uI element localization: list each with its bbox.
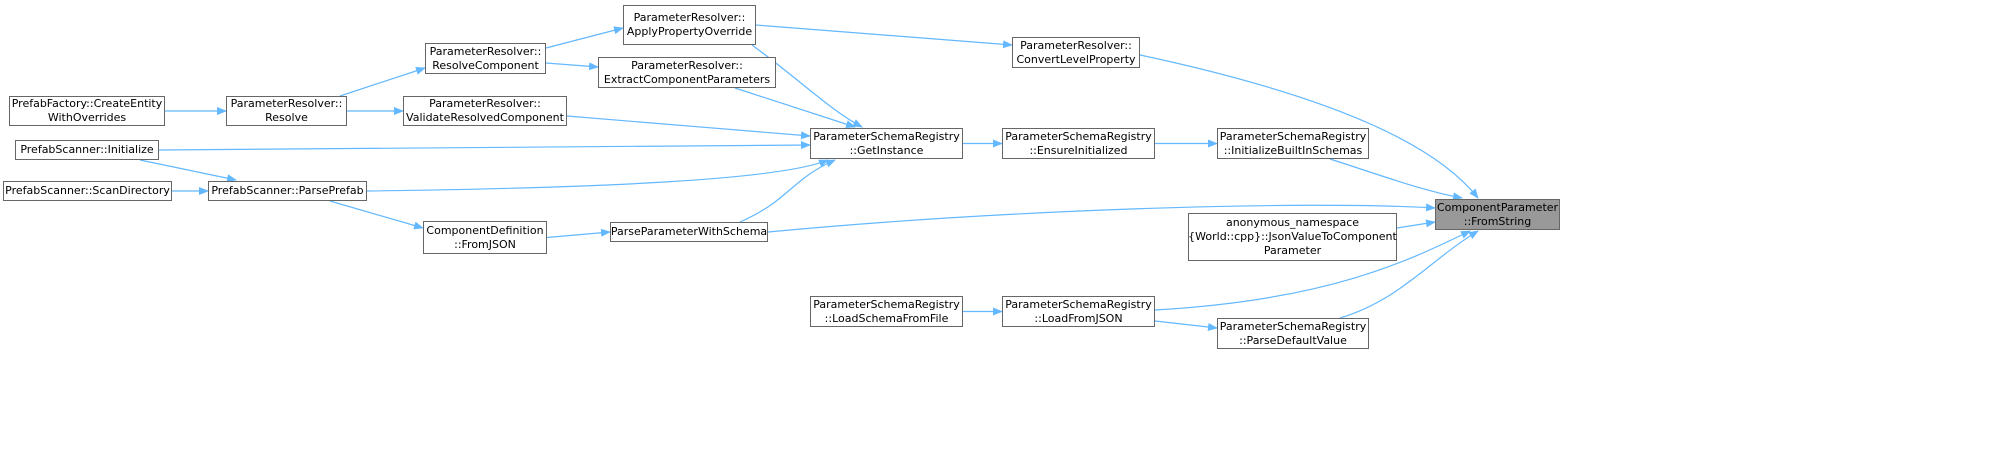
node-label-line: ExtractComponentParameters: [603, 72, 771, 86]
node-label-line: ::EnsureInitialized: [1029, 143, 1128, 157]
node-json-value-to-component-parameter[interactable]: anonymous_namespace{World::cpp}::JsonVal…: [1188, 213, 1397, 261]
node-apply-property-override[interactable]: ParameterResolver::ApplyPropertyOverride: [623, 5, 756, 45]
edge-parsedefault-to-fromstring: [1339, 230, 1479, 319]
node-parse-parameter-with-schema[interactable]: ParseParameterWithSchema: [610, 222, 768, 242]
node-label-line: ParameterSchemaRegistry: [1005, 297, 1152, 311]
edge-fromjson-to-parseparam: [546, 228, 611, 239]
node-resolve[interactable]: ParameterResolver::Resolve: [226, 96, 347, 126]
node-label-line: PrefabFactory::CreateEntity: [11, 97, 163, 110]
edge-convert-to-fromstring: [1139, 54, 1479, 199]
node-component-parameter-from-string: ComponentParameter::FromString: [1435, 199, 1560, 230]
node-initialize-built-in-schemas[interactable]: ParameterSchemaRegistry::InitializeBuilt…: [1217, 128, 1369, 159]
node-extract-component-parameters[interactable]: ParameterResolver::ExtractComponentParam…: [598, 57, 776, 88]
edge-parseprefab-to-fromjson: [329, 200, 424, 230]
edge-parseprefab-to-getinstance: [366, 159, 829, 192]
node-label-line: ParseParameterWithSchema: [610, 225, 768, 238]
node-label-line: ComponentDefinition: [426, 223, 544, 237]
node-load-schema-from-file[interactable]: ParameterSchemaRegistry::LoadSchemaFromF…: [810, 296, 963, 327]
node-label-line: ::LoadFromJSON: [1034, 311, 1123, 325]
edge-validate-to-getinstance: [566, 115, 811, 140]
edge-initialize-to-getinstance: [158, 141, 811, 151]
node-label-line: WithOverrides: [47, 111, 127, 124]
node-label-line: ParameterResolver::: [429, 44, 542, 58]
node-scan-directory[interactable]: PrefabScanner::ScanDirectory: [3, 181, 172, 201]
edge-resolvecomp-to-apply: [545, 26, 624, 49]
node-label-line: ParameterSchemaRegistry: [1219, 129, 1367, 143]
edge-loadjson-to-fromstring: [1154, 230, 1471, 311]
node-validate-resolved-component[interactable]: ParameterResolver::ValidateResolvedCompo…: [403, 96, 567, 126]
node-label-line: ParameterSchemaRegistry: [813, 297, 960, 311]
edge-initbuiltin-to-fromstring: [1329, 158, 1463, 201]
edge-loadjson-to-parsedefault: [1154, 320, 1218, 331]
node-label-line: ParameterSchemaRegistry: [813, 129, 960, 143]
node-label-line: ParameterResolver::: [631, 58, 743, 72]
node-prefab-scanner-initialize[interactable]: PrefabScanner::Initialize: [15, 140, 159, 160]
edge-resolvecomp-to-extract: [545, 62, 599, 71]
node-label-line: anonymous_namespace: [1225, 216, 1360, 229]
node-label-line: ParameterResolver::: [230, 97, 343, 110]
node-parse-default-value[interactable]: ParameterSchemaRegistry::ParseDefaultVal…: [1217, 318, 1369, 349]
node-label-line: ::InitializeBuiltInSchemas: [1223, 143, 1363, 157]
node-label-line: {World::cpp}::JsonValueToComponent: [1188, 230, 1397, 243]
node-label-line: ResolveComponent: [432, 58, 539, 72]
node-label-line: ComponentParameter: [1436, 200, 1559, 214]
node-label-line: ParameterResolver::: [633, 11, 746, 24]
node-component-definition-from-json[interactable]: ComponentDefinition::FromJSON: [423, 221, 547, 254]
edge-apply-to-convert: [755, 24, 1013, 49]
node-label-line: Resolve: [265, 111, 308, 124]
edge-anon-to-fromstring: [1396, 219, 1436, 229]
node-label-line: ::LoadSchemaFromFile: [824, 311, 949, 325]
node-label-line: ::GetInstance: [849, 143, 924, 157]
node-label-line: ValidateResolvedComponent: [406, 111, 564, 124]
node-label-line: ApplyPropertyOverride: [626, 25, 753, 38]
node-parse-prefab[interactable]: PrefabScanner::ParsePrefab: [208, 181, 367, 201]
node-label-line: ParameterSchemaRegistry: [1005, 129, 1152, 143]
node-label-line: ::FromJSON: [454, 237, 516, 251]
node-label-line: ::ParseDefaultValue: [1239, 333, 1347, 347]
node-resolve-component[interactable]: ParameterResolver::ResolveComponent: [425, 43, 546, 74]
edge-parseparam-to-fromstring: [767, 203, 1436, 233]
node-label-line: ::FromString: [1463, 214, 1532, 228]
node-label-line: Parameter: [1263, 244, 1322, 257]
node-label-line: PrefabScanner::ScanDirectory: [5, 184, 170, 197]
node-label-line: ParameterResolver::: [429, 97, 541, 110]
node-load-from-json[interactable]: ParameterSchemaRegistry::LoadFromJSON: [1002, 296, 1155, 327]
node-label-line: ParameterResolver::: [1020, 38, 1132, 52]
edge-extract-to-getinstance: [734, 87, 856, 129]
edge-initialize-to-parseprefab: [139, 159, 237, 183]
node-convert-level-property[interactable]: ParameterResolver::ConvertLevelProperty: [1012, 37, 1140, 68]
node-label-line: ParameterSchemaRegistry: [1219, 319, 1367, 333]
edge-resolve-to-resolvecomp: [339, 67, 426, 97]
node-label-line: PrefabScanner::Initialize: [20, 143, 154, 156]
node-label-line: ConvertLevelProperty: [1016, 52, 1136, 66]
edge-parseparam-to-getinstance: [739, 159, 836, 223]
node-get-instance[interactable]: ParameterSchemaRegistry::GetInstance: [810, 128, 963, 159]
node-ensure-initialized[interactable]: ParameterSchemaRegistry::EnsureInitializ…: [1002, 128, 1155, 159]
node-label-line: PrefabScanner::ParsePrefab: [211, 184, 364, 197]
